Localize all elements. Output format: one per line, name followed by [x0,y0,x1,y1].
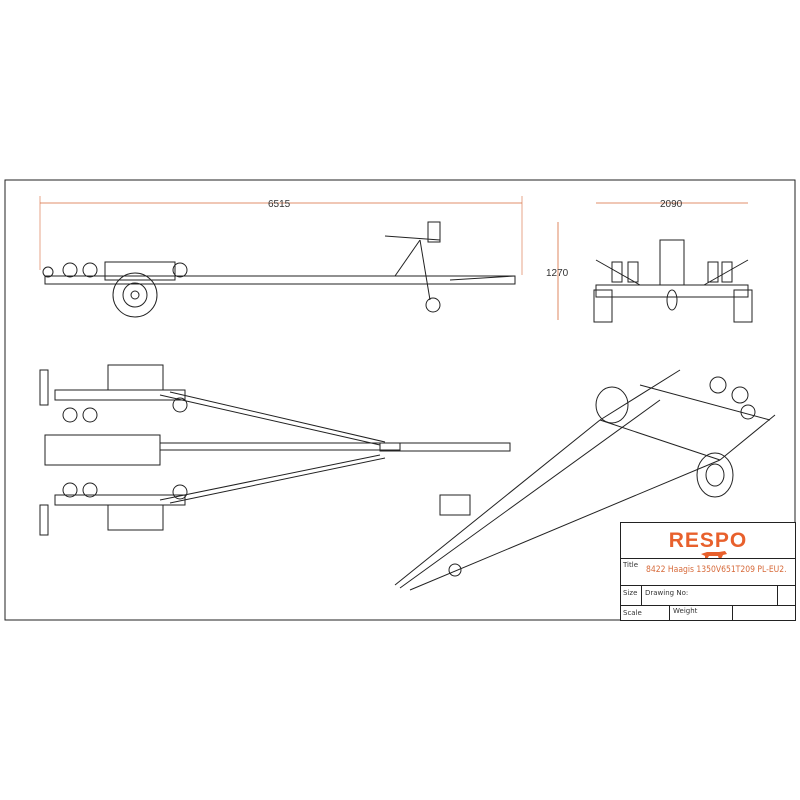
weight-label: Weight [673,607,698,615]
drawing-no-label: Drawing No: [645,589,689,597]
drawing-frame [4,179,796,621]
drawing-no-cell: Drawing No: [641,586,778,605]
bull-logo-icon [701,551,727,559]
front-view: 2090 1270 [546,199,753,323]
size-row: Size Drawing No: [620,585,796,606]
title-value: 8422 Haagis 1350V651T209 PL-EU2. [646,565,787,575]
size-label: Size [623,589,638,597]
title-label: Title [623,561,639,569]
isometric-view [394,369,776,591]
scale-label: Scale [623,609,642,617]
length-dimension: 6515 [268,199,291,210]
weight-cell: Weight [669,606,733,620]
respo-logo: RESPO [668,529,748,552]
title-row: Title 8422 Haagis 1350V651T209 PL-EU2. [620,558,796,586]
side-view: 6515 [39,196,523,318]
top-view [39,364,511,536]
width-dimension: 2090 [660,199,683,210]
scale-row: Scale Weight [620,605,796,621]
height-dimension: 1270 [546,268,569,279]
